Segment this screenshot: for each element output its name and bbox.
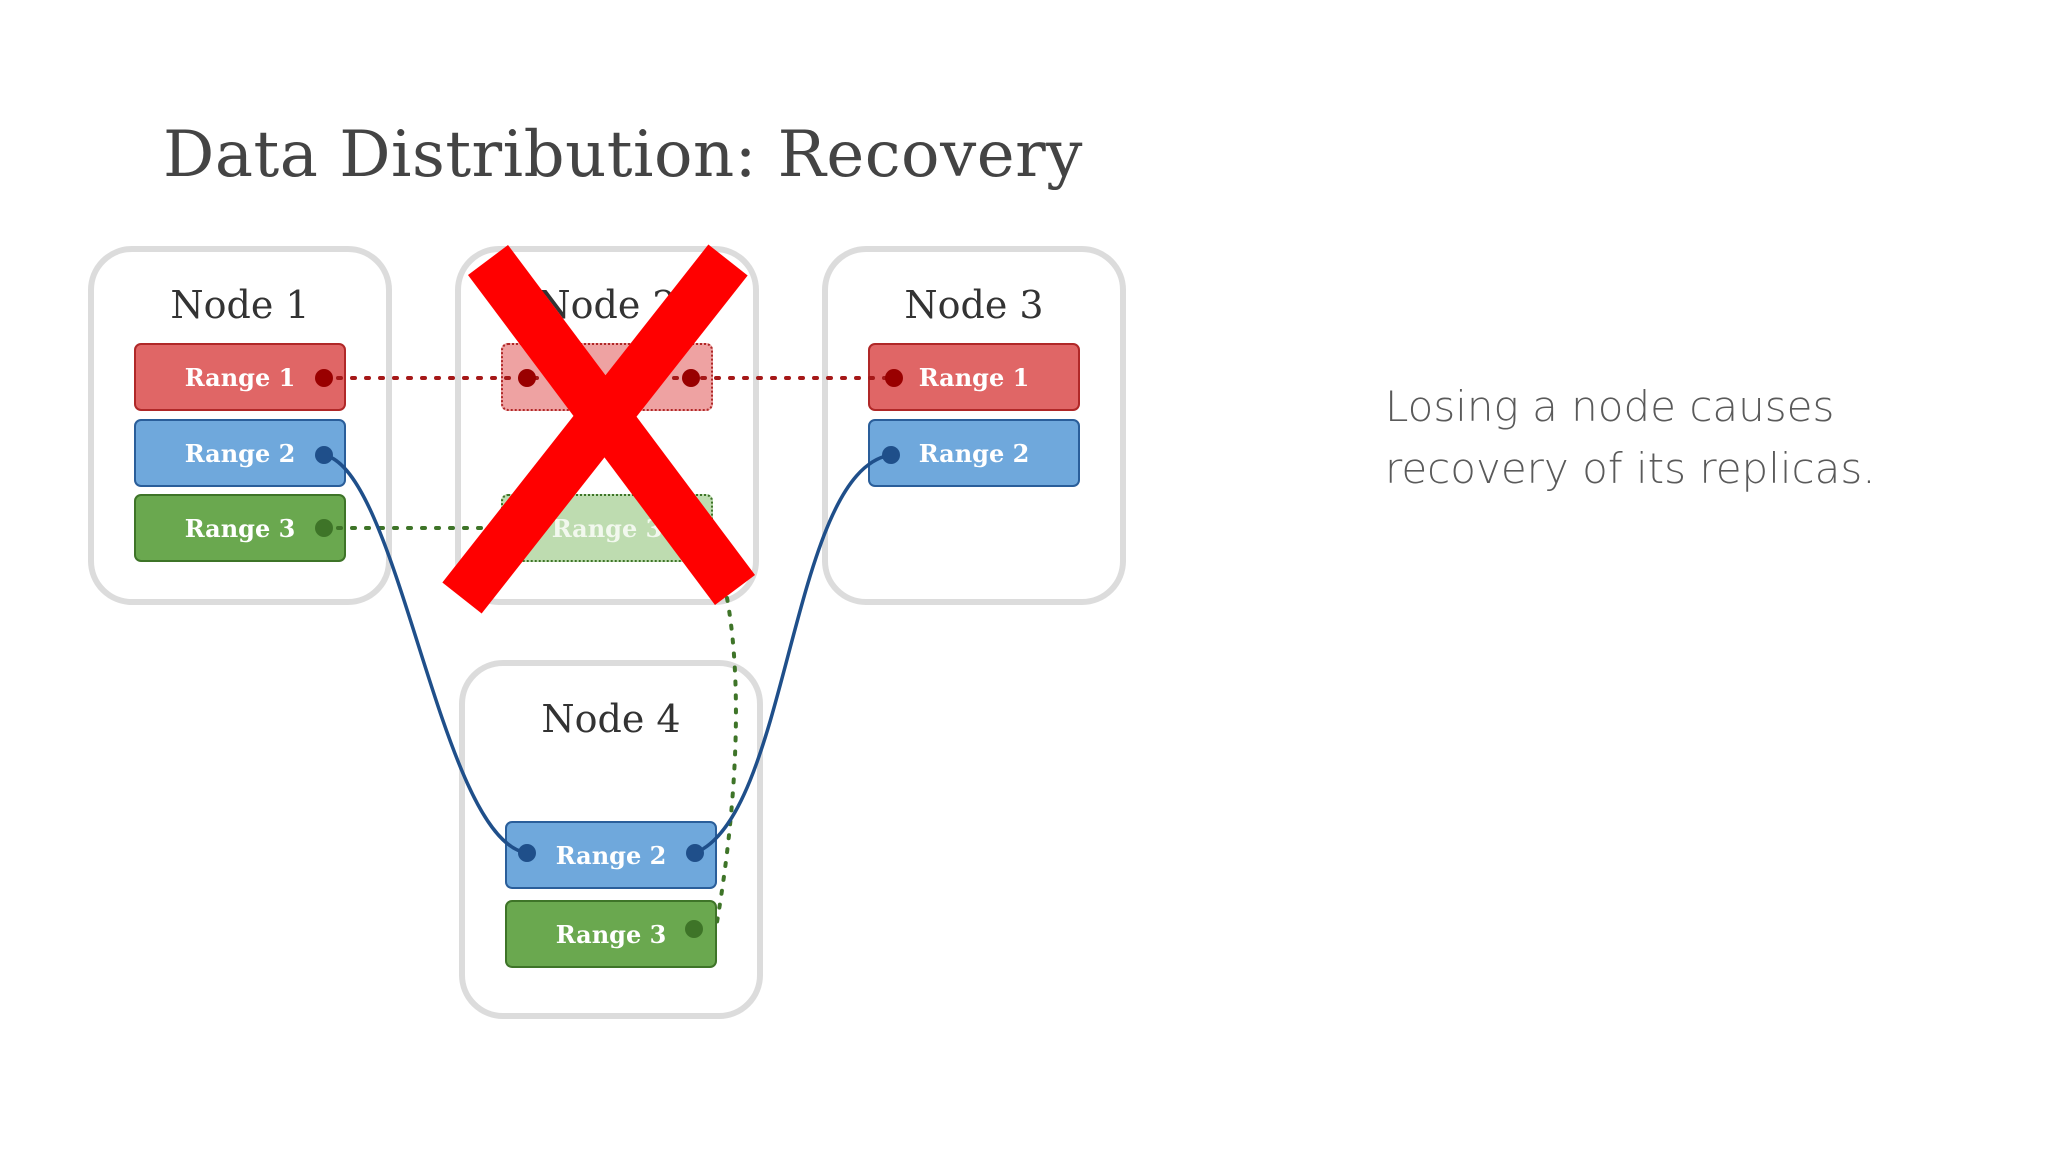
- node-2-range-1-lost: Range 1: [501, 343, 713, 411]
- slide-caption: Losing a node causes recovery of its rep…: [1385, 376, 1945, 500]
- node-1-range-1: Range 1: [134, 343, 346, 411]
- caption-line-2: recovery of its replicas.: [1385, 444, 1876, 493]
- node-1-range-2: Range 2: [134, 419, 346, 487]
- node-2-range-3-lost: Range 3: [501, 494, 713, 562]
- node-3-range-2: Range 2: [868, 419, 1080, 487]
- caption-line-1: Losing a node causes: [1385, 382, 1835, 431]
- node-1-label: Node 1: [170, 283, 310, 327]
- node-2-label: Node 2: [537, 283, 677, 327]
- node-3-label: Node 3: [904, 283, 1044, 327]
- node-3-range-1: Range 1: [868, 343, 1080, 411]
- node-4-label: Node 4: [541, 697, 681, 741]
- slide-title: Data Distribution: Recovery: [163, 118, 1083, 192]
- node-1-range-3: Range 3: [134, 494, 346, 562]
- node-4-range-2: Range 2: [505, 821, 717, 889]
- node-4-range-3: Range 3: [505, 900, 717, 968]
